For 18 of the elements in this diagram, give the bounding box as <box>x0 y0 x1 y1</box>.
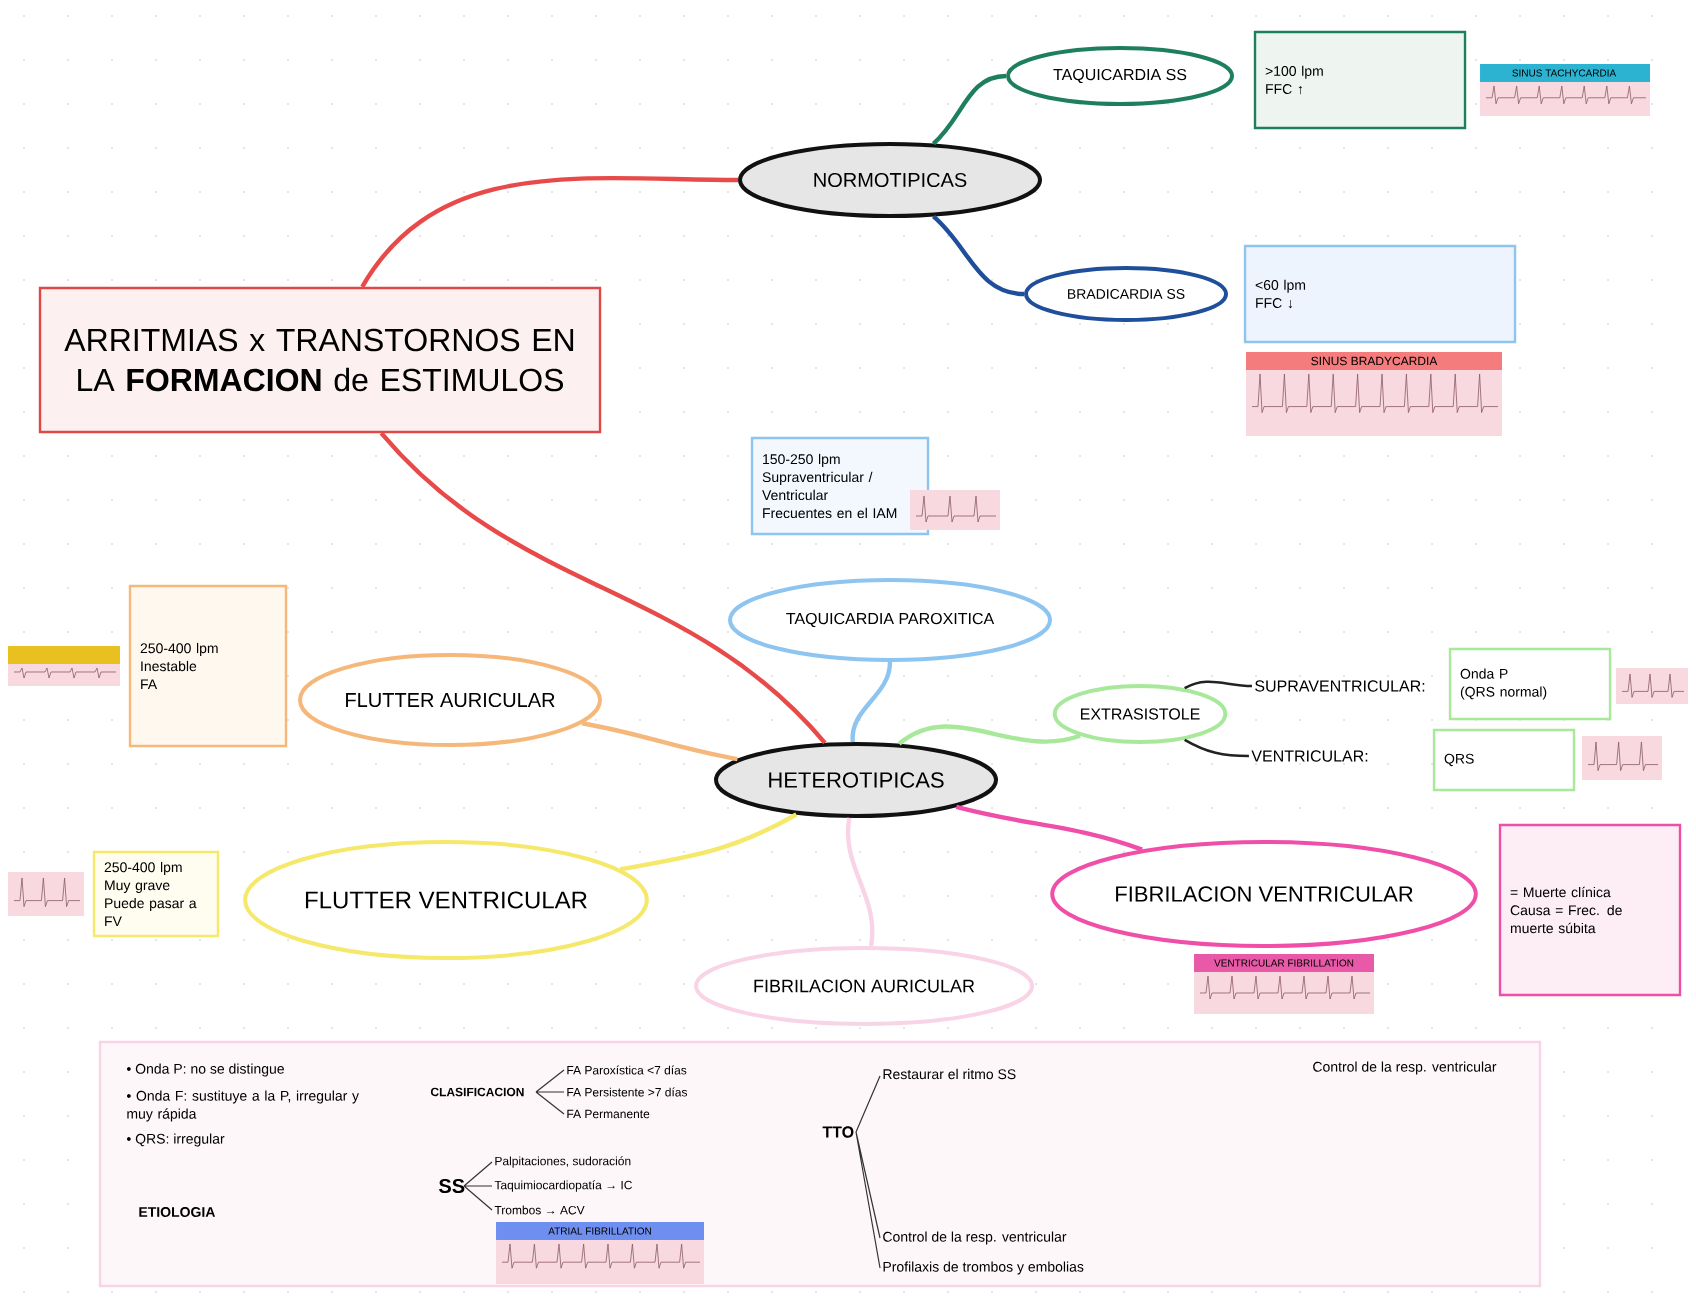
panel-background <box>98 1040 1542 1288</box>
title-box: ARRITMIAS x TRANSTORNOS EN LA FORMACION de ESTIMULOS <box>38 286 602 434</box>
connector <box>931 73 1007 146</box>
branch-label: SUPRAVENTRICULAR: <box>1255 680 1425 692</box>
branch-label: VENTRICULAR: <box>1251 750 1368 762</box>
connector <box>619 812 798 872</box>
connector <box>845 817 875 947</box>
connector <box>581 721 738 762</box>
connector <box>360 175 739 289</box>
connector <box>897 724 1081 746</box>
connector <box>1184 738 1249 758</box>
connector <box>850 661 893 743</box>
connector <box>379 431 827 745</box>
connector <box>1184 680 1252 690</box>
connector <box>955 804 1143 852</box>
connector <box>931 214 1025 297</box>
panel-text: SS <box>438 1178 465 1194</box>
panel-text: TTO <box>822 1126 854 1138</box>
